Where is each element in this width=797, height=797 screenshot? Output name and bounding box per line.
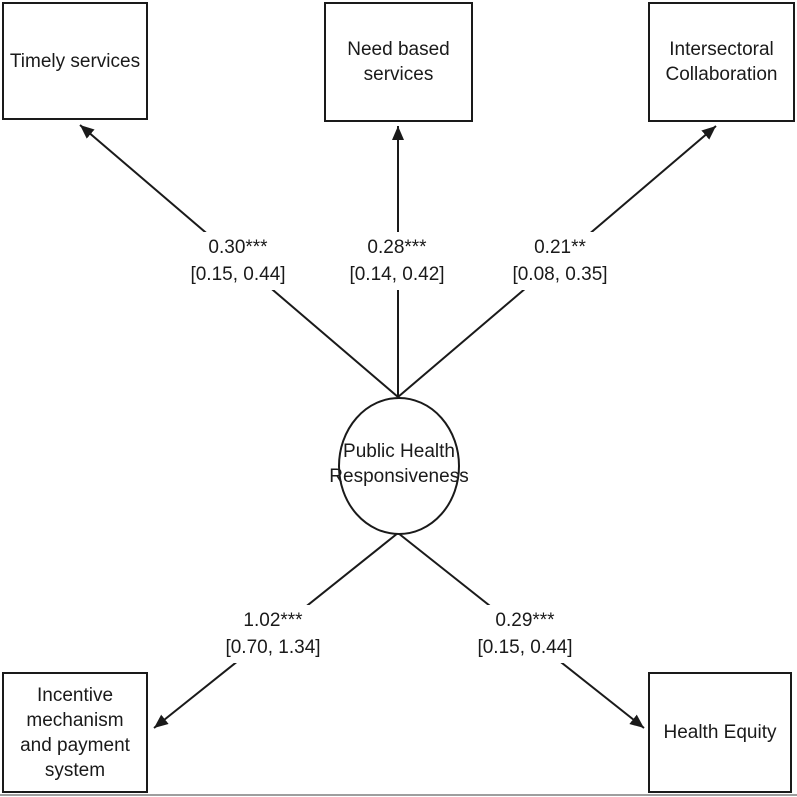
path-coefficient: 0.28*** [367, 237, 427, 258]
node-need-based-services: Need based services [324, 2, 473, 122]
path-label-intersectoral-collaboration: 0.21** [0.08, 0.35] [506, 232, 614, 290]
node-label: Timely services [9, 50, 141, 72]
path-confidence-interval: [0.15, 0.44] [190, 264, 286, 285]
node-label: Need based services [347, 39, 450, 85]
path-confidence-interval: [0.70, 1.34] [225, 637, 321, 658]
path-label-incentive-mechanism: 1.02*** [0.70, 1.34] [219, 605, 327, 663]
figure-bottom-rule [0, 794, 797, 796]
path-confidence-interval: [0.15, 0.44] [477, 637, 573, 658]
path-label-timely-services: 0.30*** [0.15, 0.44] [184, 232, 292, 290]
node-label: Health Equity [663, 722, 777, 743]
node-label: Intersectoral Collaboration [665, 39, 778, 85]
path-label-need-based-services: 0.28*** [0.14, 0.42] [343, 232, 451, 290]
node-timely-services: Timely services [2, 2, 148, 120]
node-health-equity: Health Equity [648, 672, 792, 793]
node-incentive-mechanism-and-payment-system: Incentive mechanism and payment system [2, 672, 148, 793]
node-intersectoral-collaboration: Intersectoral Collaboration [648, 2, 795, 122]
path-coefficient: 0.21** [534, 237, 586, 258]
node-label: Incentive mechanism and payment system [20, 684, 130, 781]
path-label-health-equity: 0.29*** [0.15, 0.44] [471, 605, 579, 663]
path-confidence-interval: [0.14, 0.42] [349, 264, 445, 285]
latent-variable-ellipse [338, 397, 460, 535]
path-coefficient: 0.30*** [208, 237, 268, 258]
path-coefficient: 0.29*** [495, 610, 555, 631]
path-coefficient: 1.02*** [243, 610, 303, 631]
latent-variable-label: Public Health Responsiveness [329, 441, 469, 487]
path-confidence-interval: [0.08, 0.35] [512, 264, 608, 285]
